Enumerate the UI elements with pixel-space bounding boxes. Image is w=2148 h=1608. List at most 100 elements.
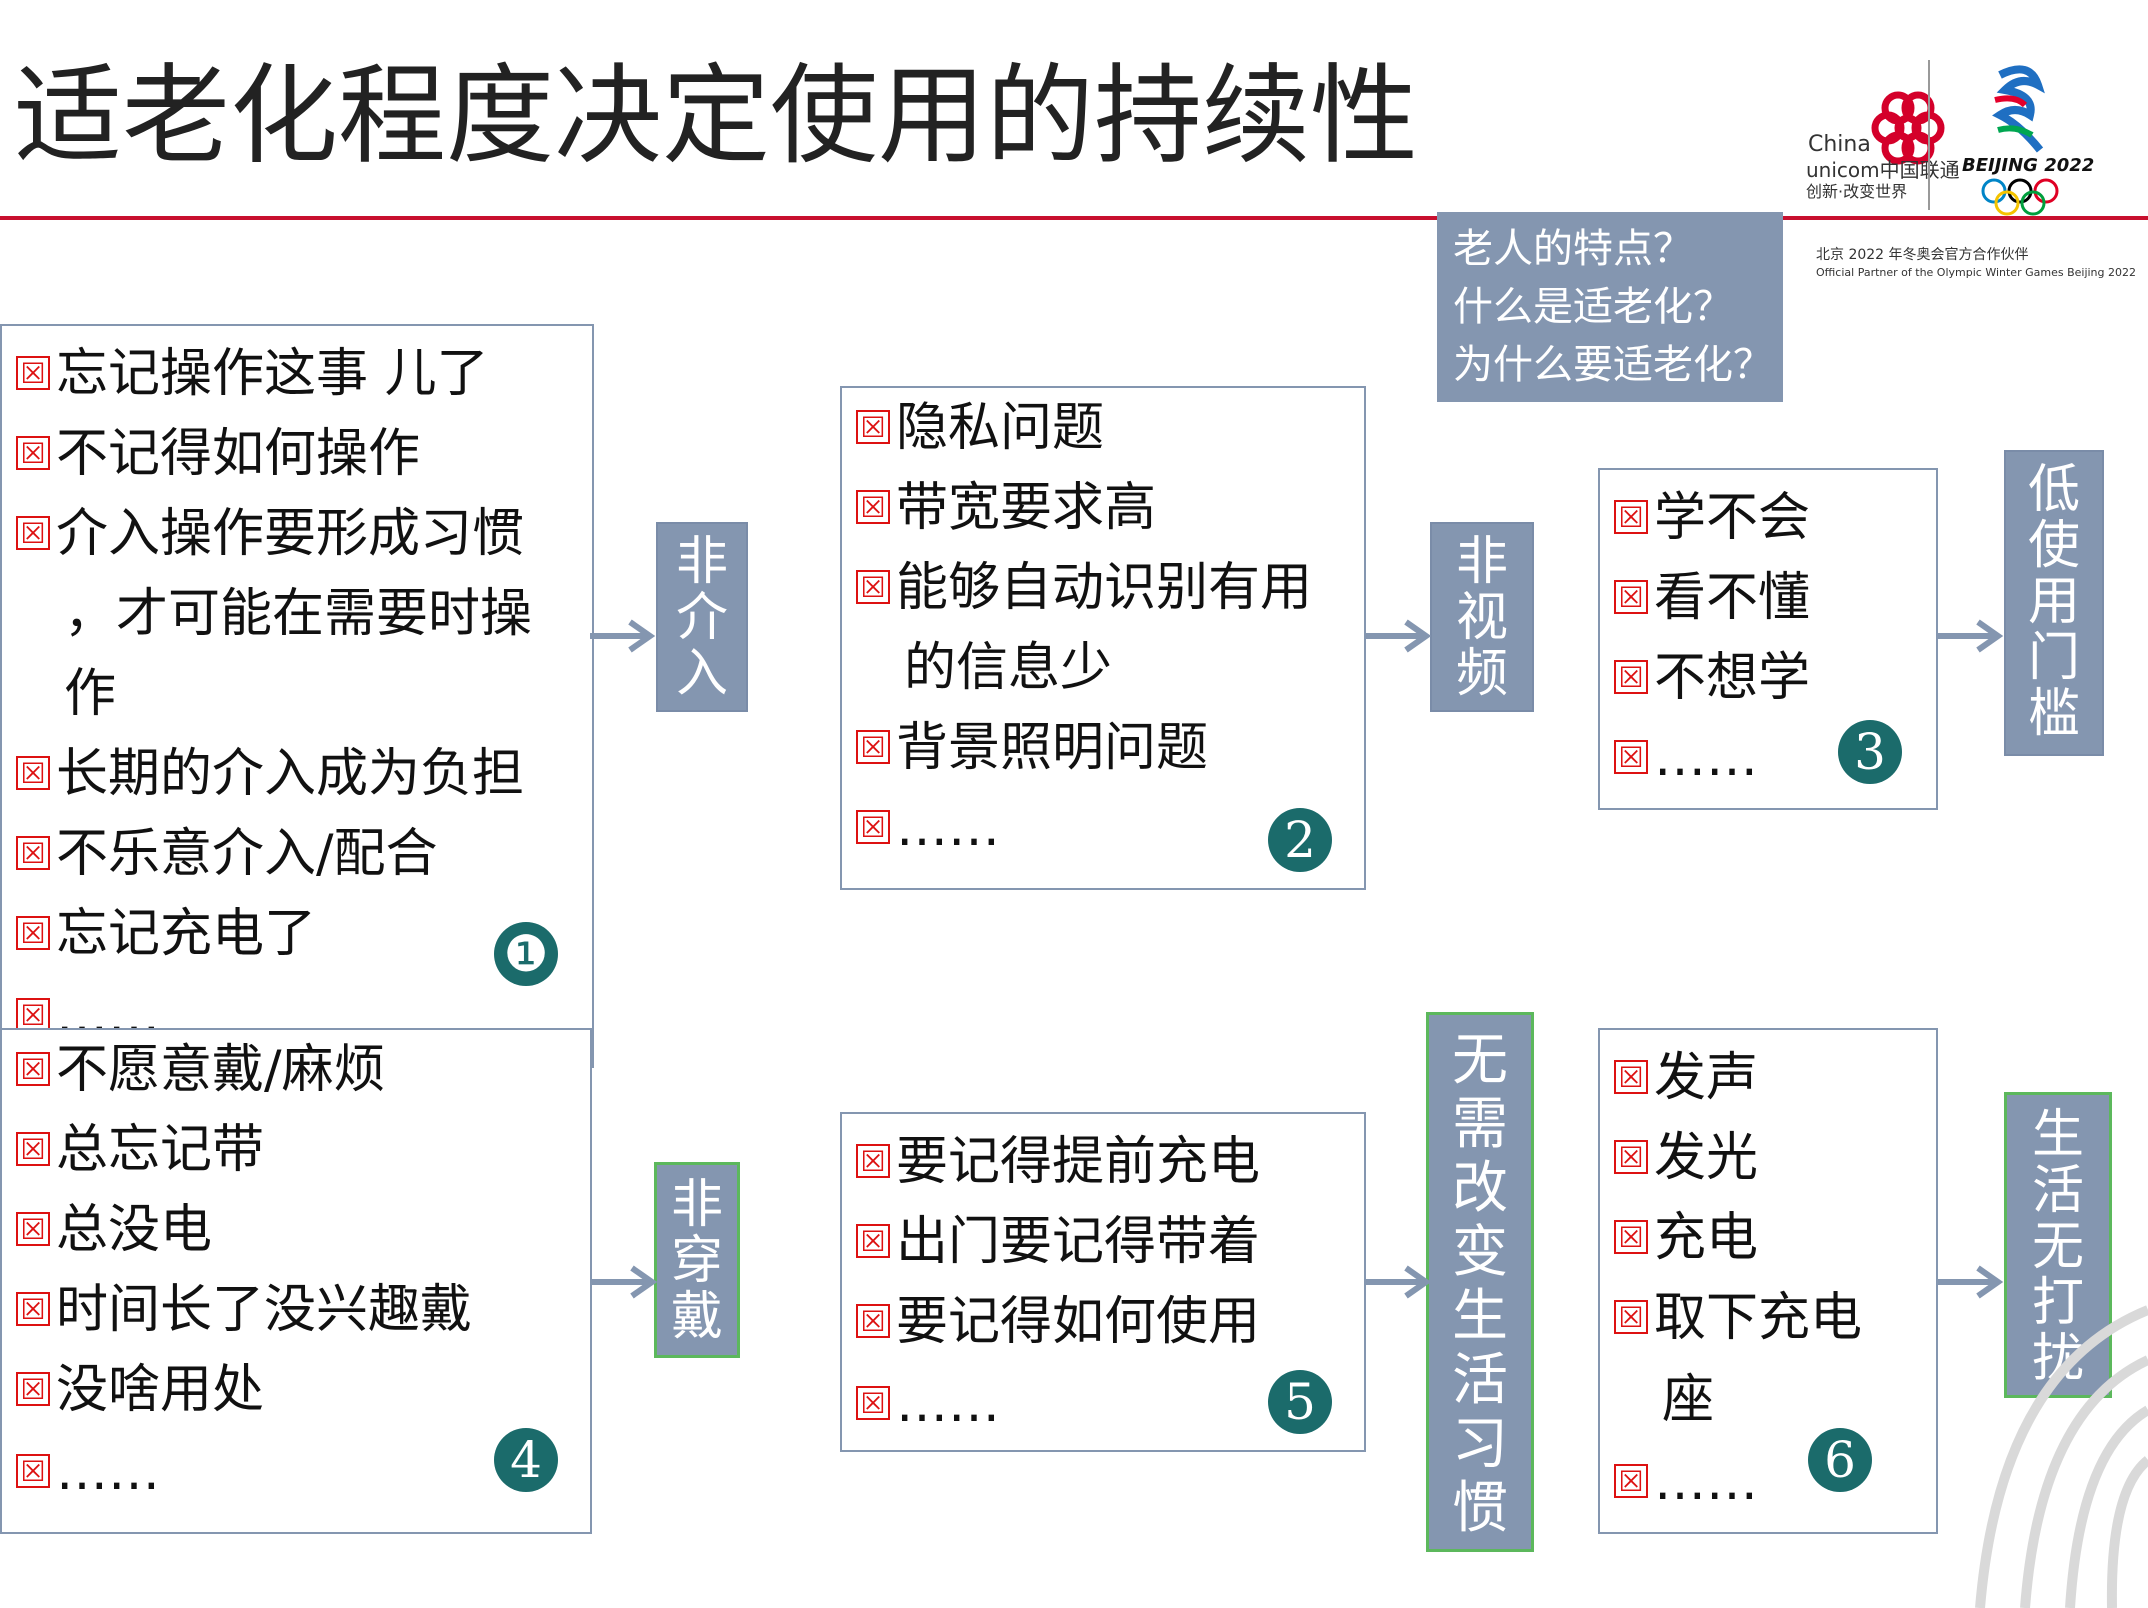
- questions-callout: 老人的特点？ 什么是适老化？ 为什么要适老化？: [1437, 212, 1783, 402]
- unchecked-box-icon: ☒: [856, 730, 890, 764]
- unchecked-box-icon: ☒: [1614, 1060, 1648, 1094]
- label-non-video: 非视频: [1430, 522, 1534, 712]
- list-item-continuation: 作: [64, 664, 117, 724]
- olympic-rings-icon: [1981, 178, 2059, 216]
- logo-divider: [1928, 60, 1930, 210]
- callout-line: 老人的特点？: [1453, 226, 1693, 272]
- step-number-badge: 2: [1268, 808, 1332, 872]
- unchecked-box-icon: ☒: [1614, 660, 1648, 694]
- decorative-swirl-icon: [1975, 1305, 2148, 1608]
- list-item: ☒隐私问题: [856, 388, 1104, 468]
- beijing-2022-emblem-icon: [1992, 65, 2045, 153]
- title-divider: [0, 216, 2148, 220]
- list-item-continuation: 座: [1662, 1370, 1715, 1430]
- list-item: ☒总忘记带: [16, 1110, 264, 1190]
- beijing-2022-logo: BEIJING 2022: [1960, 55, 2094, 216]
- unchecked-box-icon: ☒: [16, 836, 50, 870]
- callout-line: 为什么要适老化？: [1453, 342, 1773, 388]
- list-item: ☒不乐意介入/配合: [16, 814, 438, 894]
- list-item: ☒不愿意戴/麻烦: [16, 1030, 386, 1110]
- list-item: ☒……: [856, 1364, 1000, 1444]
- arrow-right-icon: [1366, 619, 1432, 653]
- label-non-wearable: 非穿戴: [654, 1162, 740, 1358]
- step-number-badge: 5: [1268, 1370, 1332, 1434]
- unchecked-box-icon: ☒: [856, 570, 890, 604]
- unchecked-box-icon: ☒: [16, 998, 50, 1032]
- arrow-right-icon: [1938, 1265, 2004, 1299]
- unchecked-box-icon: ☒: [16, 516, 50, 550]
- unchecked-box-icon: ☒: [1614, 1220, 1648, 1254]
- unchecked-box-icon: ☒: [1614, 1300, 1648, 1334]
- unchecked-box-icon: ☒: [16, 756, 50, 790]
- issues-box-5: ☒要记得提前充电 ☒出门要记得带着 ☒要记得如何使用 ☒…… 5: [840, 1112, 1366, 1452]
- list-item: ☒总没电: [16, 1190, 212, 1270]
- list-item: ☒要记得提前充电: [856, 1122, 1260, 1202]
- issues-box-6: ☒发声 ☒发光 ☒充电 ☒取下充电 座 ☒…… 6: [1598, 1028, 1938, 1534]
- list-item: ☒时间长了没兴趣戴: [16, 1270, 472, 1350]
- unicom-slogan: 创新·改变世界: [1806, 182, 1908, 201]
- unchecked-box-icon: ☒: [856, 1144, 890, 1178]
- unchecked-box-icon: ☒: [856, 1386, 890, 1420]
- list-item: ☒发声: [1614, 1038, 1758, 1118]
- list-item: ☒带宽要求高: [856, 468, 1156, 548]
- list-item: ☒发光: [1614, 1118, 1758, 1198]
- beijing-2022-text: BEIJING 2022: [1962, 155, 2095, 176]
- arrow-right-icon: [1366, 1265, 1432, 1299]
- label-low-threshold: 低使用门槛: [2004, 450, 2104, 756]
- callout-line: 什么是适老化？: [1453, 284, 1733, 330]
- unicom-en-1: China: [1808, 132, 1871, 157]
- unicom-en-2: unicom中国联通: [1806, 158, 1960, 182]
- step-number-badge: 3: [1838, 720, 1902, 784]
- label-no-habit-change: 无需改变生活习惯: [1426, 1012, 1534, 1552]
- list-item: ☒忘记充电了: [16, 894, 316, 974]
- page-title: 适老化程度决定使用的持续性: [14, 54, 1419, 179]
- list-item: ☒要记得如何使用: [856, 1282, 1260, 1362]
- issues-box-3: ☒学不会 ☒看不懂 ☒不想学 ☒…… 3: [1598, 468, 1938, 810]
- list-item: ☒出门要记得带着: [856, 1202, 1260, 1282]
- unchecked-box-icon: ☒: [1614, 740, 1648, 774]
- unchecked-box-icon: ☒: [1614, 1464, 1648, 1498]
- unchecked-box-icon: ☒: [1614, 500, 1648, 534]
- arrow-right-icon: [592, 1265, 658, 1299]
- list-item: ☒学不会: [1614, 478, 1810, 558]
- unchecked-box-icon: ☒: [16, 1454, 50, 1488]
- unchecked-box-icon: ☒: [856, 1224, 890, 1258]
- partner-en: Official Partner of the Olympic Winter G…: [1816, 266, 2136, 279]
- unchecked-box-icon: ☒: [1614, 580, 1648, 614]
- issues-box-2: ☒隐私问题 ☒带宽要求高 ☒能够自动识别有用 的信息少 ☒背景照明问题 ☒…… …: [840, 386, 1366, 890]
- list-item: ☒……: [1614, 718, 1758, 798]
- unchecked-box-icon: ☒: [16, 356, 50, 390]
- unchecked-box-icon: ☒: [16, 1372, 50, 1406]
- list-item: ☒长期的介入成为负担: [16, 734, 524, 814]
- unchecked-box-icon: ☒: [16, 916, 50, 950]
- arrow-right-icon: [1938, 619, 2004, 653]
- list-item: ☒取下充电: [1614, 1278, 1862, 1358]
- unchecked-box-icon: ☒: [856, 410, 890, 444]
- unchecked-box-icon: ☒: [16, 1292, 50, 1326]
- step-number-badge: 4: [494, 1428, 558, 1492]
- issues-box-1: ☒忘记操作这事 儿了 ☒不记得如何操作 ☒介入操作要形成习惯 ，才可能在需要时操…: [0, 324, 594, 1068]
- list-item-continuation: 的信息少: [904, 638, 1113, 698]
- list-item: ☒……: [856, 788, 1000, 868]
- list-item: ☒……: [1614, 1442, 1758, 1522]
- unchecked-box-icon: ☒: [16, 1132, 50, 1166]
- step-number-badge: ❶: [494, 922, 558, 986]
- issues-box-4: ☒不愿意戴/麻烦 ☒总忘记带 ☒总没电 ☒时间长了没兴趣戴 ☒没啥用处 ☒…… …: [0, 1028, 592, 1534]
- unchecked-box-icon: ☒: [16, 1212, 50, 1246]
- arrow-right-icon: [590, 619, 656, 653]
- step-number-badge: 6: [1808, 1428, 1872, 1492]
- unchecked-box-icon: ☒: [16, 1052, 50, 1086]
- list-item: ☒能够自动识别有用: [856, 548, 1312, 628]
- list-item: ☒充电: [1614, 1198, 1758, 1278]
- list-item: ☒……: [16, 1432, 160, 1512]
- unchecked-box-icon: ☒: [856, 1304, 890, 1338]
- unchecked-box-icon: ☒: [1614, 1140, 1648, 1174]
- list-item: ☒没啥用处: [16, 1350, 264, 1430]
- unchecked-box-icon: ☒: [856, 810, 890, 844]
- list-item-continuation: ，才可能在需要时操: [64, 584, 533, 644]
- partner-cn: 北京 2022 年冬奥会官方合作伙伴: [1816, 247, 2029, 263]
- list-item: ☒背景照明问题: [856, 708, 1208, 788]
- list-item: ☒介入操作要形成习惯: [16, 494, 524, 574]
- list-item: ☒不记得如何操作: [16, 414, 420, 494]
- label-non-intervention: 非介入: [656, 522, 748, 712]
